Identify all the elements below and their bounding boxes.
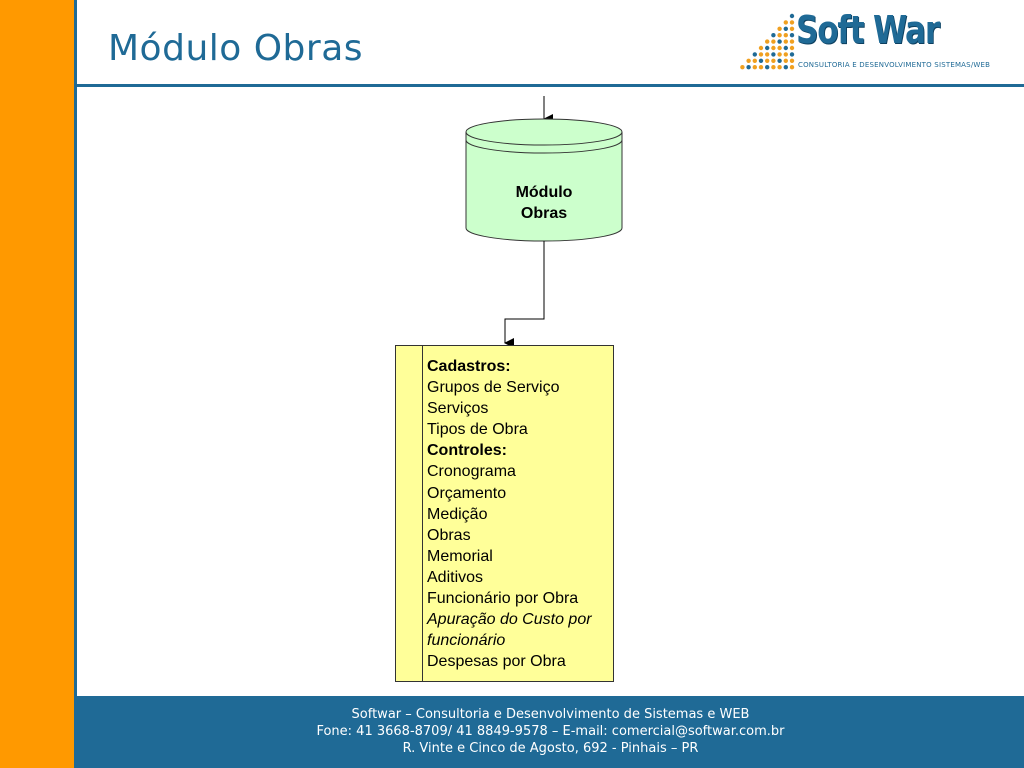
footer-address-line: R. Vinte e Cinco de Agosto, 692 - Pinhai… [402,741,699,756]
database-cylinder [465,118,623,242]
list-item: Aditivos [427,568,484,586]
list-item: funcionário [427,632,506,650]
list-item: Obras [427,526,471,544]
list-item: Tipos de Obra [427,421,528,439]
list-box-side-strip [396,346,423,681]
slide-title: Módulo Obras [108,28,364,69]
list-heading: Cadastros: [427,358,511,375]
database-label-line2: Obras [520,205,568,222]
footer-contact-line: Fone: 41 3668-8709/ 41 8849-9578 – E-mai… [316,724,785,739]
list-item: Grupos de Serviço [427,379,560,397]
company-logo: Soft War CONSULTORIA E DESENVOLVIMENTO S… [738,8,1018,74]
logo-name: Soft War [796,8,940,52]
footer: Softwar – Consultoria e Desenvolvimento … [77,696,1024,768]
list-item: Cronograma [427,463,516,481]
connector-arrow [504,241,545,348]
left-divider-line [74,0,77,768]
logo-tagline: CONSULTORIA E DESENVOLVIMENTO SISTEMAS/W… [798,61,991,69]
footer-company-line: Softwar – Consultoria e Desenvolvimento … [351,707,750,722]
left-accent-bar [0,0,74,768]
list-item: Funcionário por Obra [427,590,579,608]
list-item: Memorial [427,547,493,565]
database-label-line1: Módulo [515,184,573,201]
list-item: Medição [427,505,488,523]
list-item: Apuração do Custo por [427,611,592,629]
list-item: Orçamento [427,484,507,502]
database-label: Módulo Obras [466,182,622,224]
list-item: Serviços [427,400,489,418]
list-item: Despesas por Obra [427,653,566,671]
title-underline [77,84,1024,87]
list-heading: Controles: [427,442,507,460]
logo-dots-icon [740,13,795,70]
